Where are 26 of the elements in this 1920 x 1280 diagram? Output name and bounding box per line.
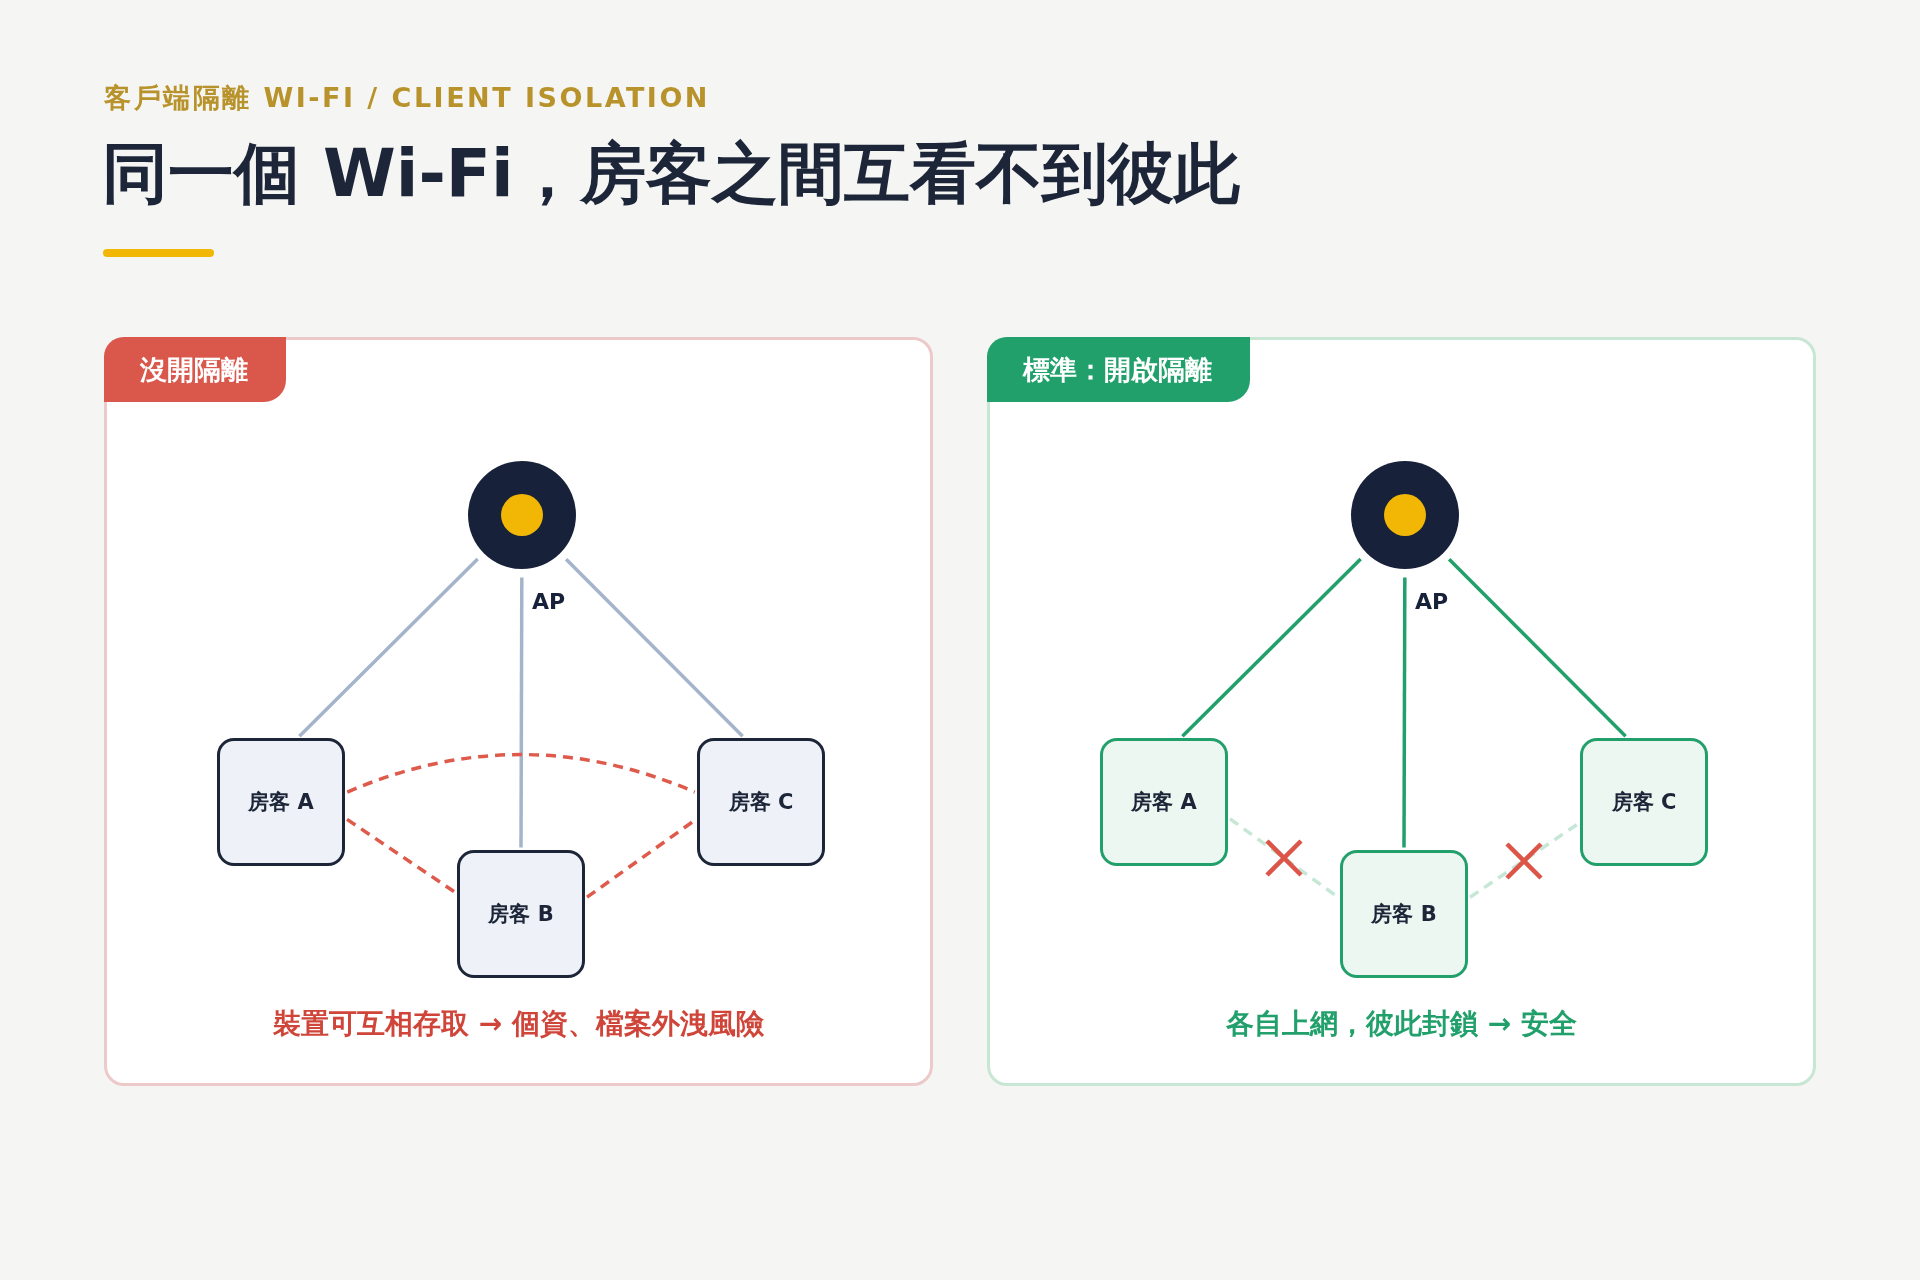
guest-device-box: 房客 B	[457, 850, 585, 978]
connection-line	[1447, 558, 1627, 738]
dashed-connection-line	[1469, 822, 1579, 899]
comparison-panel	[104, 337, 933, 1086]
dashed-connection-line	[346, 817, 456, 894]
guest-device-box: 房客 A	[217, 738, 345, 866]
connection-line	[519, 577, 524, 848]
panel-caption: 裝置可互相存取 → 個資、檔案外洩風險	[273, 1006, 764, 1042]
page-title: 同一個 Wi-Fi，房客之間互看不到彼此	[102, 134, 1240, 214]
connection-line	[1181, 557, 1362, 738]
panel-tag: 標準：開啟隔離	[987, 337, 1250, 402]
kicker-text: 客戶端隔離 WI-FI / CLIENT ISOLATION	[104, 81, 710, 115]
guest-device-box: 房客 C	[1580, 738, 1708, 866]
panel-caption: 各自上網，彼此封鎖 → 安全	[1226, 1006, 1577, 1042]
panel-tag: 沒開隔離	[104, 337, 286, 402]
guest-device-box: 房客 A	[1100, 738, 1228, 866]
dashed-connection-line	[346, 752, 696, 794]
comparison-panel	[987, 337, 1816, 1086]
guest-device-box: 房客 C	[697, 738, 825, 866]
connection-line	[564, 558, 744, 738]
guest-device-box: 房客 B	[1340, 850, 1468, 978]
node-label: AP	[532, 589, 566, 616]
connection-line	[298, 557, 479, 738]
dashed-connection-line	[586, 818, 696, 899]
node-label: AP	[1415, 589, 1449, 616]
connection-line	[1402, 577, 1407, 848]
